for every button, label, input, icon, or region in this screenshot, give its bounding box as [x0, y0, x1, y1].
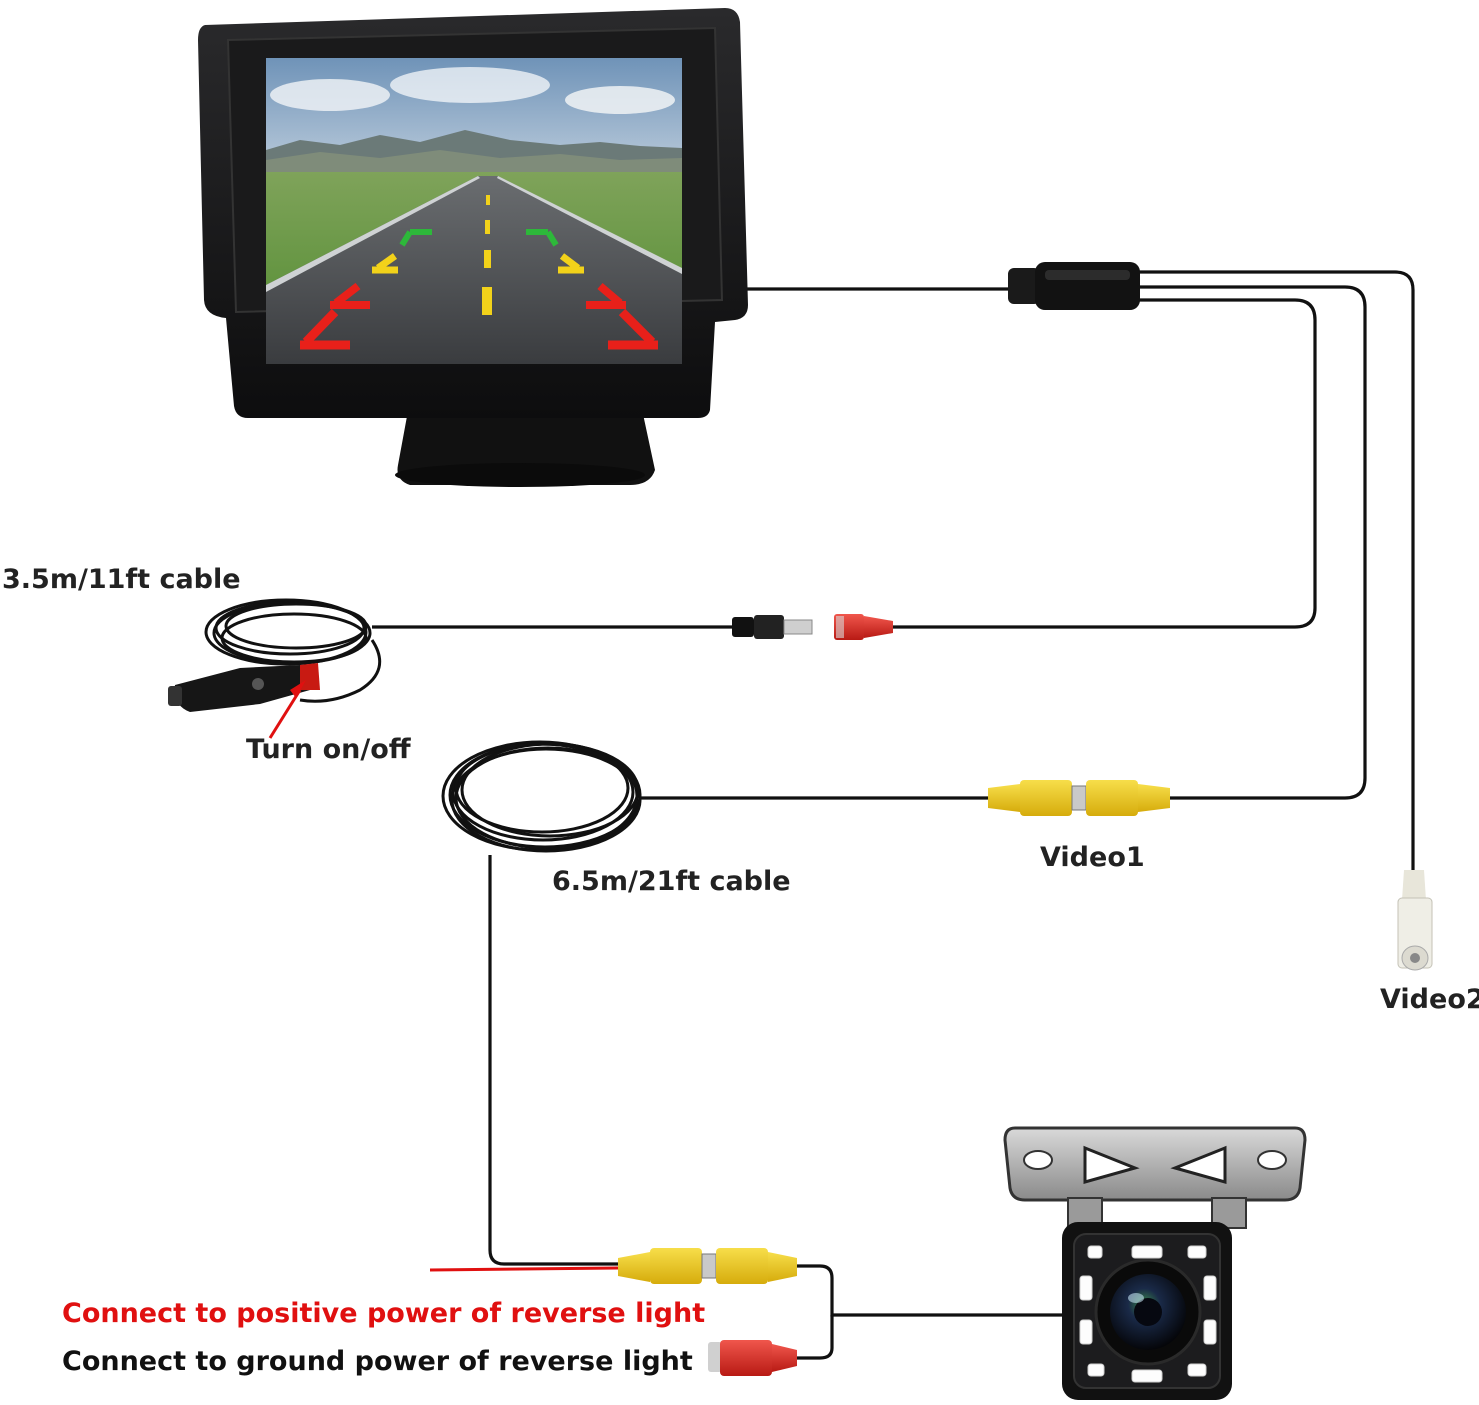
positive-wire	[429, 1266, 619, 1272]
camera-mount-plate	[1003, 1126, 1307, 1202]
switch-pointer-arrow	[268, 689, 302, 739]
monitor-icon	[198, 8, 748, 487]
rear-camera-icon	[1003, 1126, 1307, 1400]
video2-branch	[1135, 270, 1415, 872]
dc-socket-icon	[834, 614, 893, 640]
camera-ground-wire	[797, 1315, 834, 1360]
camera-led-ring	[1079, 1245, 1217, 1383]
camera-cable-down	[488, 855, 618, 1266]
video2-label: Video2	[1380, 984, 1479, 1015]
ground-plug-icon	[708, 1340, 797, 1376]
camera-cable-label: 6.5m/21ft cable	[552, 866, 791, 897]
camera-rca-connector-icon	[618, 1248, 797, 1284]
cables	[372, 270, 1415, 1360]
video1-branch	[1135, 285, 1367, 800]
power-cable-label: 3.5m/11ft cable	[2, 564, 241, 595]
ground-power-label: Connect to ground power of reverse light	[62, 1346, 693, 1377]
monitor-stand	[397, 400, 655, 485]
positive-power-label: Connect to positive power of reverse lig…	[62, 1298, 706, 1329]
car-charger-icon	[168, 598, 382, 712]
cable-splitter-icon	[1008, 262, 1140, 310]
switch-label: Turn on/off	[246, 734, 411, 765]
monitor-screen	[266, 58, 682, 364]
dc-plug-icon	[732, 615, 813, 639]
camera-wire	[797, 1264, 1062, 1317]
power-branch	[893, 298, 1317, 629]
coiled-cable-icon	[441, 740, 642, 853]
video2-rca-plug-icon	[1397, 870, 1433, 971]
video1-rca-connector-icon	[988, 780, 1170, 816]
video1-label: Video1	[1040, 842, 1145, 873]
